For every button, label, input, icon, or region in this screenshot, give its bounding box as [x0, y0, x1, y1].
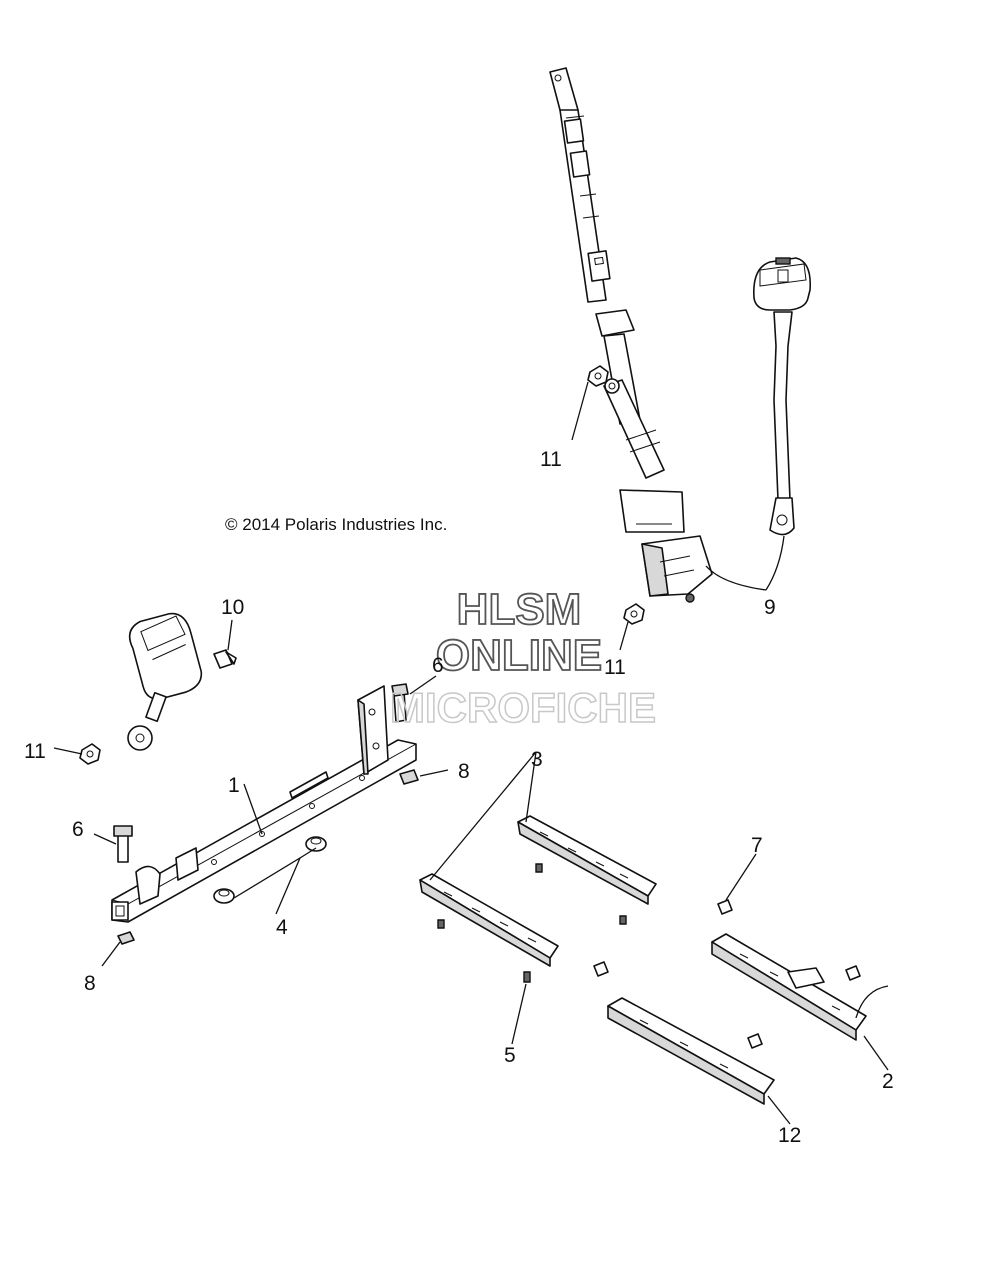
- callout-12: 12: [778, 1124, 801, 1147]
- screw-5: [437, 863, 627, 983]
- seat-rail-3-upper: [517, 815, 657, 905]
- bolt-6-upper: [391, 683, 409, 723]
- nut-11-left: [79, 743, 101, 765]
- seat-belt-buckle-right: [753, 257, 812, 536]
- leader-lines: [53, 381, 889, 1125]
- callout-11-left: 11: [24, 740, 46, 763]
- callout-1: 1: [228, 774, 240, 797]
- seat-belt-buckle-left: [127, 612, 203, 751]
- seat-slide-rail-12: [607, 997, 775, 1105]
- seat-rail-3-lower: [419, 873, 559, 967]
- watermark-line-1: HLSM: [457, 585, 582, 634]
- watermark-line-3: MICROFICHE: [390, 684, 656, 731]
- callout-2: 2: [882, 1070, 894, 1093]
- grommet-4-b: [213, 888, 235, 904]
- copyright-notice: © 2014 Polaris Industries Inc.: [225, 515, 447, 534]
- watermark-line-2: ONLINE: [436, 631, 602, 680]
- callout-9: 9: [764, 596, 776, 619]
- callout-3: 3: [531, 748, 543, 771]
- clip-8-lower: [117, 931, 135, 945]
- nut-11-mid: [623, 603, 645, 625]
- bolt-6-lower: [113, 825, 133, 863]
- grommet-4-a: [305, 836, 327, 852]
- seat-belt-retractor-assembly: [549, 67, 713, 603]
- nut-11-upper: [587, 365, 609, 387]
- seat-slide-rail-2: [711, 933, 889, 1041]
- bolt-10: [213, 649, 237, 669]
- callout-11-mid: 11: [604, 656, 626, 679]
- callout-6-upper: 6: [432, 654, 444, 677]
- callout-8-lower: 8: [84, 972, 96, 995]
- callout-5: 5: [504, 1044, 516, 1067]
- callout-4: 4: [276, 916, 288, 939]
- screw-7: [593, 899, 861, 1049]
- callout-10: 10: [221, 596, 244, 619]
- seat-frame-tube: [111, 685, 417, 923]
- callout-labels: 10 6 11 1 8 6 4 8 3 11 11 9 7 5 2 12: [24, 448, 894, 1147]
- callout-8-upper: 8: [458, 760, 470, 783]
- callout-6-lower: 6: [72, 818, 84, 841]
- callout-11-upper: 11: [540, 448, 562, 471]
- clip-8-upper: [399, 769, 419, 785]
- callout-7: 7: [751, 834, 763, 857]
- watermark: HLSM ONLINE MICROFICHE: [389, 584, 657, 732]
